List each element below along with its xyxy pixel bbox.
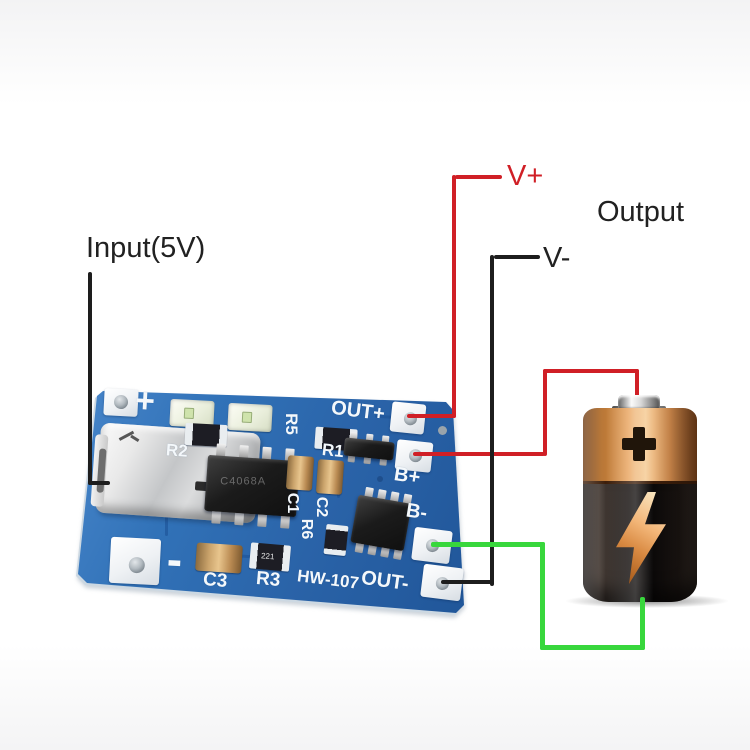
- wire-battery-negative: [540, 542, 545, 650]
- ic-marking: C4068A: [220, 475, 267, 488]
- wire-battery-negative: [431, 542, 545, 547]
- cap-c1: [285, 455, 315, 491]
- cap-c3: [195, 542, 243, 574]
- r3-label: R3: [255, 567, 282, 592]
- wire-battery-positive: [413, 452, 545, 456]
- via: [438, 426, 447, 435]
- input-minus-pad: [108, 536, 162, 586]
- r2-label: R2: [165, 440, 189, 461]
- full-led: [227, 402, 273, 433]
- usb-scratch-mark: [130, 434, 140, 443]
- c1-label: C1: [284, 492, 302, 514]
- wire-v-plus: [407, 414, 456, 418]
- dw01-ic: [342, 431, 397, 466]
- b-plus-label: B+: [392, 463, 422, 489]
- fs8205-ic: [347, 485, 416, 561]
- via: [377, 476, 383, 482]
- resistor-r3: 221: [248, 542, 292, 572]
- c3-label: C3: [202, 568, 229, 593]
- wire-v-minus: [490, 255, 494, 586]
- r5-label: R5: [281, 413, 301, 435]
- pad-out-plus: [389, 401, 427, 435]
- wire-battery-negative: [540, 645, 645, 650]
- b-minus-label: B-: [404, 499, 429, 525]
- r3-code: 221: [260, 551, 275, 562]
- wire-v-plus: [452, 175, 456, 418]
- trace: [165, 506, 168, 536]
- wire-battery-positive: [543, 369, 639, 373]
- cap-c2: [315, 459, 345, 495]
- v-plus-label: V+: [507, 160, 544, 192]
- battery-plus-icon: [633, 427, 645, 461]
- r1-label: R1: [321, 439, 345, 462]
- output-label: Output: [597, 196, 685, 228]
- battery: [565, 392, 729, 608]
- wire-v-minus: [441, 580, 494, 584]
- v-minus-label: V-: [543, 242, 571, 274]
- c2-label: C2: [313, 496, 331, 518]
- wire-battery-positive: [635, 369, 639, 402]
- wire-v-plus: [455, 175, 502, 179]
- wire-v-minus: [494, 255, 540, 259]
- battery-terminal: [618, 395, 660, 410]
- pad-hole: [113, 394, 129, 410]
- resistor-r6: [323, 523, 349, 557]
- input-wire-vertical: [88, 272, 92, 485]
- input-label: Input(5V): [86, 232, 206, 264]
- r6-label: R6: [298, 518, 316, 540]
- pad-hole: [128, 556, 146, 574]
- minus-silkscreen: -: [165, 532, 184, 586]
- charger-board: C4068A 221: [75, 382, 467, 614]
- wire-battery-negative: [640, 597, 645, 650]
- wire-battery-positive: [543, 369, 547, 456]
- input-wire-horizontal: [88, 481, 110, 485]
- plus-silkscreen: +: [134, 381, 156, 421]
